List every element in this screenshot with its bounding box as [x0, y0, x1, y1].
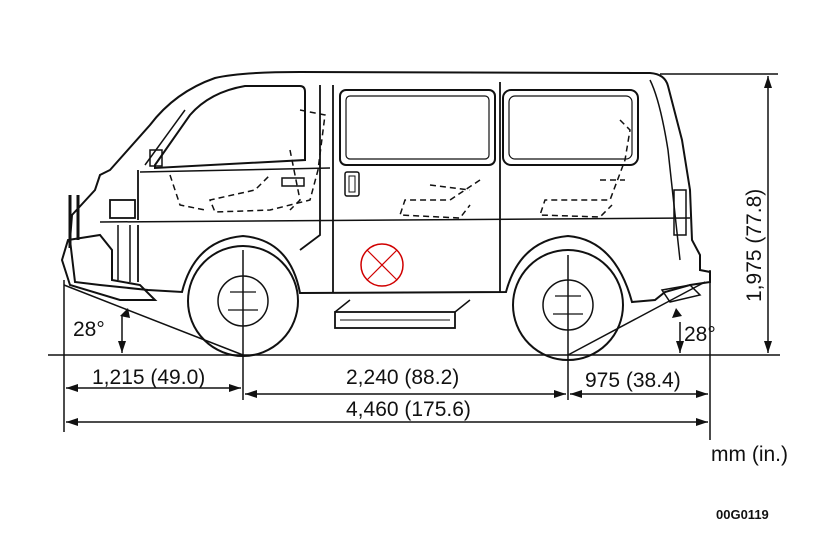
arrowheads	[66, 76, 772, 426]
figure-code: 00G0119	[716, 507, 769, 522]
departure-angle-line	[567, 281, 706, 356]
overall-length-label: 4,460 (175.6)	[346, 398, 471, 421]
front-overhang-label: 1,215 (49.0)	[92, 366, 205, 389]
units-label: mm (in.)	[711, 443, 788, 466]
approach-angle-label: 28°	[73, 318, 105, 341]
approach-angle-line	[63, 284, 244, 356]
interior-seats	[169, 109, 631, 219]
departure-angle-label: 28°	[684, 323, 716, 346]
center-of-gravity-marker	[360, 243, 404, 287]
dimension-lines	[48, 73, 780, 440]
overall-height-label: 1,975 (77.8)	[743, 189, 766, 302]
rear-overhang-label: 975 (38.4)	[585, 369, 681, 392]
van-body	[60, 70, 711, 329]
wheelbase-label: 2,240 (88.2)	[346, 366, 459, 389]
